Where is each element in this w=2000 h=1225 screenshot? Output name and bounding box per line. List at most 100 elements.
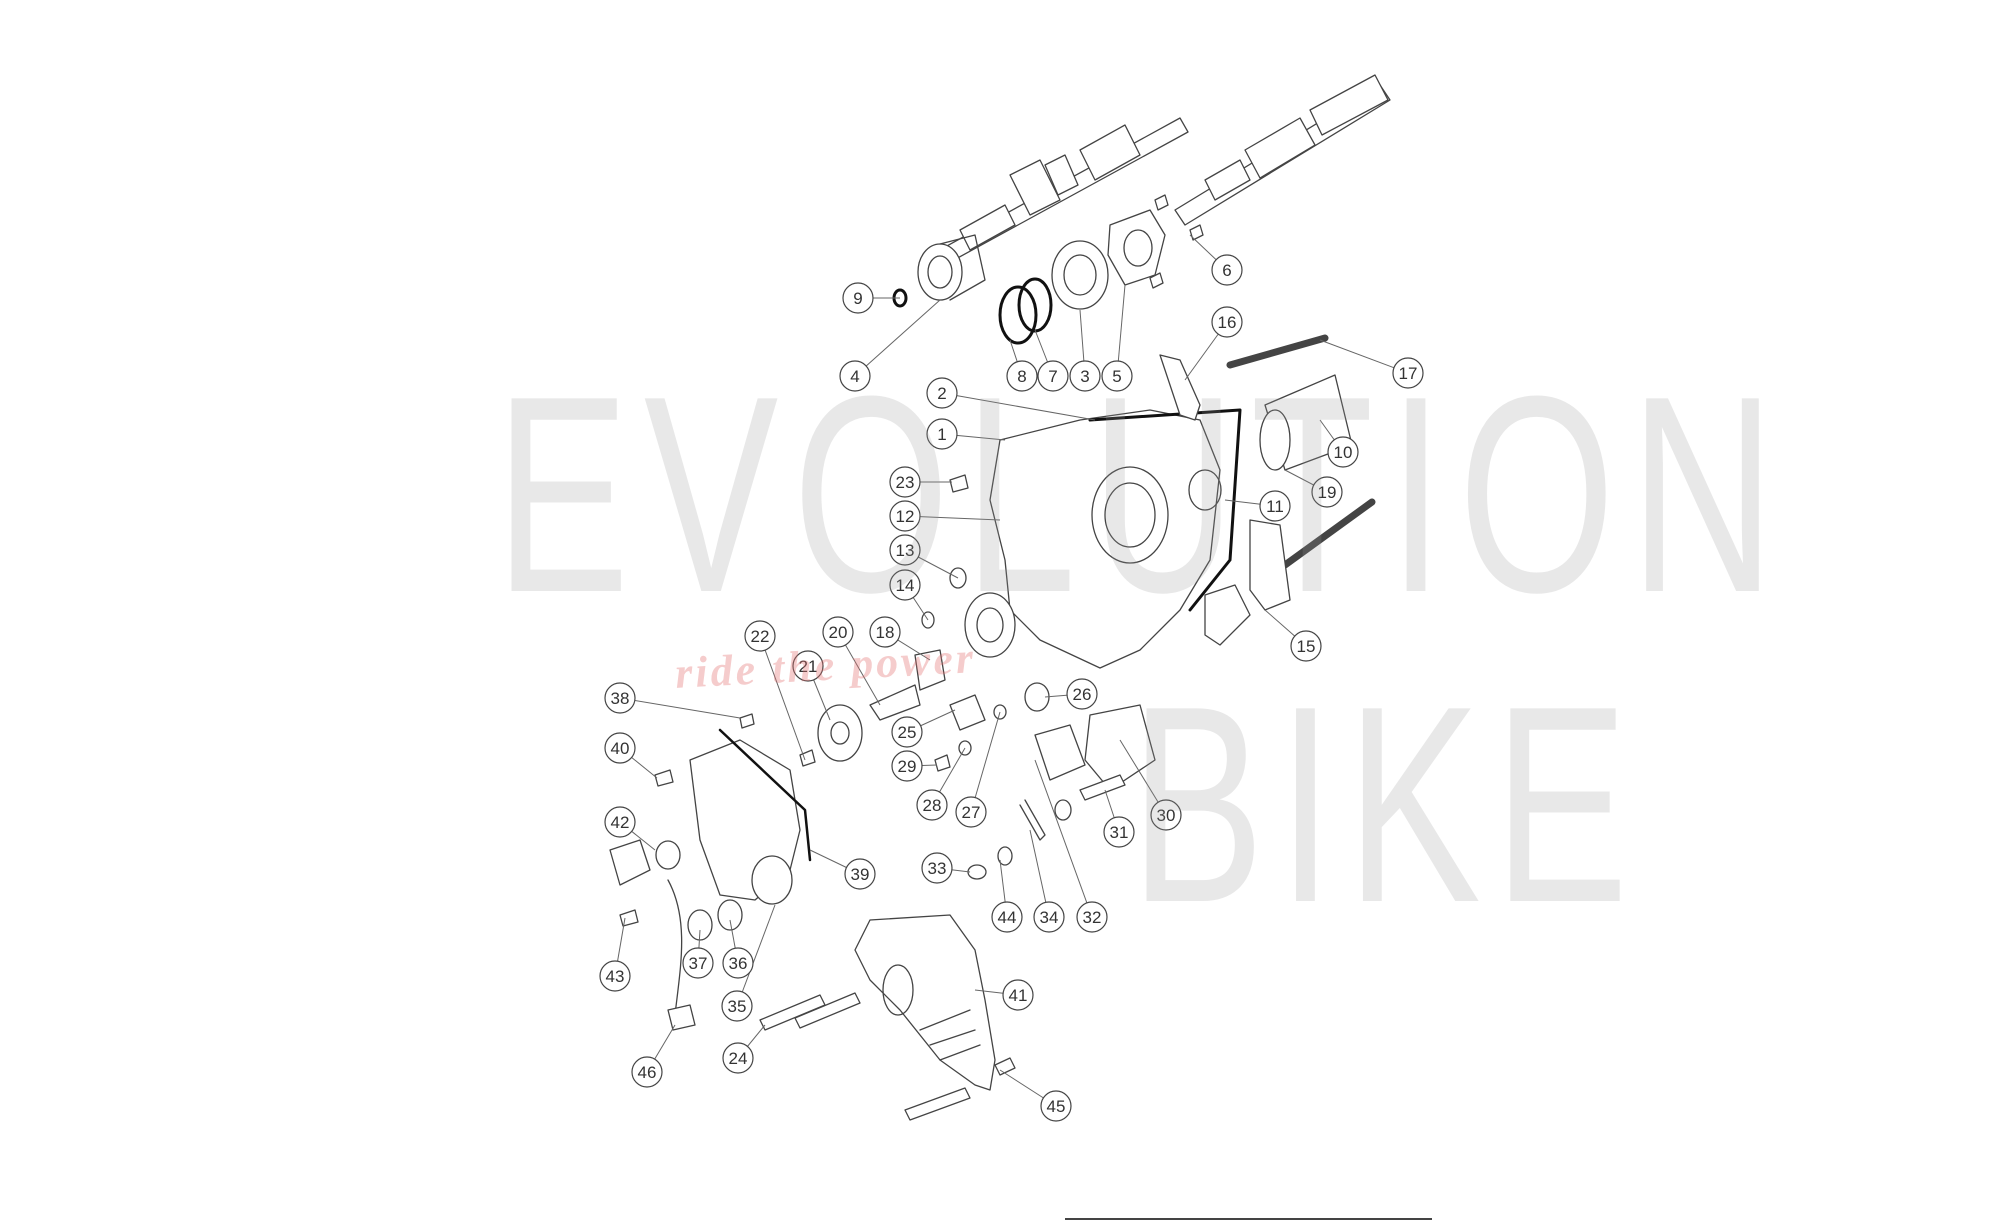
callout-12: 12 <box>889 500 921 532</box>
callout-label-7: 7 <box>1048 367 1057 386</box>
callout-26: 26 <box>1066 678 1098 710</box>
callout-13: 13 <box>889 534 921 566</box>
callout-circle-46 <box>631 1056 663 1088</box>
switch-18 <box>914 649 946 691</box>
callout-23: 23 <box>889 466 921 498</box>
callout-circle-30 <box>1150 799 1182 831</box>
callout-11: 11 <box>1259 490 1291 522</box>
callout-circle-21 <box>792 650 824 682</box>
callout-label-19: 19 <box>1318 483 1337 502</box>
callout-circle-40 <box>604 732 636 764</box>
callout-circle-26 <box>1066 678 1098 710</box>
callout-circle-15 <box>1290 630 1322 662</box>
washer-33 <box>967 864 987 880</box>
callout-label-37: 37 <box>689 954 708 973</box>
screw-6b <box>1189 224 1204 241</box>
selector-fork-15b <box>1249 519 1291 611</box>
callout-label-40: 40 <box>611 739 630 758</box>
leader-line-17 <box>1319 339 1409 374</box>
callout-label-46: 46 <box>638 1063 657 1082</box>
callout-label-30: 30 <box>1157 806 1176 825</box>
shaft-31 <box>1079 774 1126 801</box>
callout-33: 33 <box>921 852 953 884</box>
leader-line-12 <box>904 515 1001 521</box>
callout-9: 9 <box>842 282 874 314</box>
callout-circle-6 <box>1211 254 1243 286</box>
callout-label-8: 8 <box>1017 367 1026 386</box>
bolt-29 <box>934 754 951 772</box>
spring-34 <box>1019 799 1046 841</box>
callout-label-32: 32 <box>1083 908 1102 927</box>
callout-label-18: 18 <box>876 623 895 642</box>
callout-label-6: 6 <box>1222 261 1231 280</box>
callout-2: 2 <box>926 377 958 409</box>
callout-circle-29 <box>891 750 923 782</box>
callout-45: 45 <box>1040 1090 1072 1122</box>
bolt-22 <box>799 749 816 767</box>
sensor-wire-46 <box>667 879 683 1016</box>
fork-rod-upper <box>1226 334 1329 369</box>
callout-label-39: 39 <box>851 865 870 884</box>
callout-circle-33 <box>921 852 953 884</box>
callout-circle-7 <box>1037 360 1069 392</box>
callout-1: 1 <box>926 418 958 450</box>
callout-label-5: 5 <box>1112 367 1121 386</box>
callout-42: 42 <box>604 806 636 838</box>
callout-circle-35 <box>721 990 753 1022</box>
leader-lines <box>614 234 1409 1107</box>
callout-circle-2 <box>926 377 958 409</box>
output-shaft <box>1174 74 1391 226</box>
retainer-plate-5 <box>1107 209 1166 286</box>
callout-label-35: 35 <box>728 997 747 1016</box>
screw-6a <box>1154 194 1169 211</box>
callout-label-29: 29 <box>898 757 917 776</box>
screw-6c <box>1149 272 1164 289</box>
callout-37: 37 <box>682 947 714 979</box>
callout-32: 32 <box>1076 901 1108 933</box>
bolt-43 <box>619 909 639 927</box>
callout-19: 19 <box>1311 476 1343 508</box>
callout-label-41: 41 <box>1009 986 1028 1005</box>
callout-label-15: 15 <box>1297 637 1316 656</box>
callout-circle-34 <box>1033 901 1065 933</box>
input-shaft <box>924 117 1189 273</box>
seal-37 <box>687 909 713 941</box>
callout-20: 20 <box>822 616 854 648</box>
callout-circle-37 <box>682 947 714 979</box>
callout-34: 34 <box>1033 901 1065 933</box>
callout-circle-18 <box>869 616 901 648</box>
callout-18: 18 <box>869 616 901 648</box>
callout-label-26: 26 <box>1073 685 1092 704</box>
callout-46: 46 <box>631 1056 663 1088</box>
callout-label-23: 23 <box>896 473 915 492</box>
bolt-24b <box>794 992 861 1029</box>
callout-circle-43 <box>599 960 631 992</box>
sprocket-cover-41 <box>854 914 996 1091</box>
callout-label-24: 24 <box>729 1049 748 1068</box>
callout-circle-27 <box>955 796 987 828</box>
callout-circle-17 <box>1392 357 1424 389</box>
washer-13 <box>949 567 967 589</box>
washer-28 <box>958 740 972 756</box>
callout-label-12: 12 <box>896 507 915 526</box>
callout-10: 10 <box>1327 436 1359 468</box>
callout-29: 29 <box>891 750 923 782</box>
callout-circle-24 <box>722 1042 754 1074</box>
callout-16: 16 <box>1211 306 1243 338</box>
callout-circle-10 <box>1327 436 1359 468</box>
callout-4: 4 <box>839 360 871 392</box>
callout-label-45: 45 <box>1047 1097 1066 1116</box>
callout-label-34: 34 <box>1040 908 1059 927</box>
oring-42 <box>655 840 681 870</box>
callout-5: 5 <box>1101 360 1133 392</box>
callout-circle-13 <box>889 534 921 566</box>
callout-24: 24 <box>722 1042 754 1074</box>
callout-label-43: 43 <box>606 967 625 986</box>
washer-27 <box>993 704 1007 720</box>
callout-circle-22 <box>744 620 776 652</box>
circlip-8 <box>998 285 1038 345</box>
callout-circle-44 <box>991 901 1023 933</box>
